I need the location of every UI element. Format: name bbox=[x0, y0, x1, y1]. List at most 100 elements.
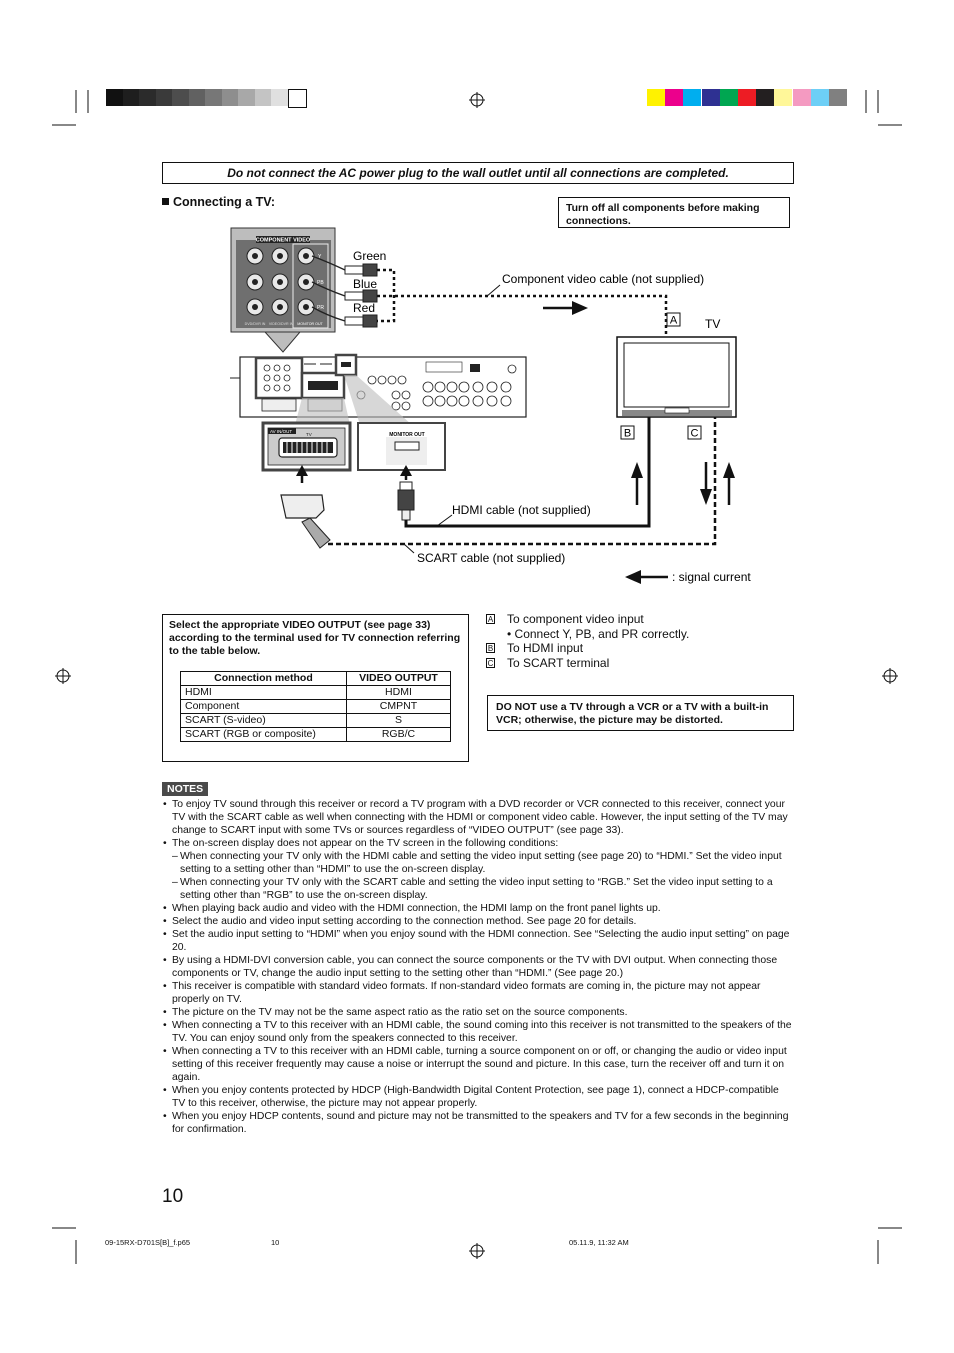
tv-illustration bbox=[616, 336, 737, 418]
color-swatch bbox=[774, 89, 793, 106]
table-cell: Component bbox=[180, 699, 347, 714]
arrow-right-icon bbox=[543, 301, 588, 315]
hdmi-cable-label: HDMI cable (not supplied) bbox=[452, 503, 591, 517]
label-blue: Blue bbox=[353, 277, 377, 291]
note-item: When connecting a TV to this receiver wi… bbox=[162, 1045, 794, 1084]
video-output-box bbox=[162, 614, 469, 762]
scart-tv-label: TV bbox=[306, 432, 312, 437]
color-swatch bbox=[738, 89, 756, 106]
table-cell: HDMI bbox=[345, 685, 452, 700]
component-video-panel: COMPONENT VIDEO Y PB PR DVD/DVR IN VIDEO… bbox=[230, 227, 336, 353]
arrow-up-icon bbox=[631, 462, 643, 505]
jack-pr-label: PR bbox=[317, 305, 324, 311]
legend-a-sub: • Connect Y, PB, and PR correctly. bbox=[507, 626, 690, 641]
letter-a-label: A bbox=[670, 315, 678, 327]
table-header: Connection method bbox=[180, 671, 347, 686]
table-row: SCART (S-video)S bbox=[180, 713, 452, 728]
gray-swatch bbox=[221, 89, 239, 106]
legend-item-c: C To SCART terminal bbox=[486, 656, 689, 671]
video-output-instruction: Select the appropriate VIDEO OUTPUT (see… bbox=[169, 619, 461, 657]
arrow-left-icon bbox=[625, 570, 668, 584]
hdmi-zoom: MONITOR OUT bbox=[344, 375, 446, 471]
jack-y-label: Y bbox=[318, 254, 322, 260]
vcr-warning: DO NOT use a TV through a VCR or a TV wi… bbox=[487, 695, 794, 731]
label-green: Green bbox=[353, 249, 386, 263]
section-title: Connecting a TV: bbox=[162, 195, 275, 209]
color-swatch bbox=[792, 89, 811, 106]
notes-badge: NOTES bbox=[162, 782, 209, 796]
panel-footer-monitor: MONITOR OUT bbox=[297, 322, 323, 326]
note-item: This receiver is compatible with standar… bbox=[162, 980, 794, 1006]
notes-list: To enjoy TV sound through this receiver … bbox=[162, 798, 794, 1136]
gray-swatch bbox=[205, 89, 222, 106]
connection-diagram: COMPONENT VIDEO Y PB PR DVD/DVR IN VIDEO… bbox=[230, 227, 751, 584]
legend-c-text: To SCART terminal bbox=[507, 655, 610, 670]
note-item: The on-screen display does not appear on… bbox=[162, 837, 794, 850]
gray-swatch bbox=[287, 89, 307, 108]
note-item: Set the audio input setting to “HDMI” wh… bbox=[162, 928, 794, 954]
hdmi-plug-icon bbox=[397, 465, 415, 521]
note-subitem: When connecting your TV only with the HD… bbox=[162, 850, 794, 876]
letter-c-label: C bbox=[691, 428, 699, 440]
label-red: Red bbox=[353, 301, 375, 315]
note-item: Select the audio and video input setting… bbox=[162, 915, 794, 928]
table-cell: SCART (RGB or composite) bbox=[180, 727, 347, 742]
note-item: By using a HDMI-DVI conversion cable, yo… bbox=[162, 954, 794, 980]
table-cell: RGB/C bbox=[345, 727, 452, 742]
note-item: When connecting a TV to this receiver wi… bbox=[162, 1019, 794, 1045]
table-header-row: Connection method VIDEO OUTPUT bbox=[180, 671, 452, 686]
scart-plug-icon bbox=[280, 465, 331, 549]
gray-swatch bbox=[139, 89, 156, 106]
footer-page: 10 bbox=[271, 1238, 280, 1247]
arrow-up-icon bbox=[723, 462, 735, 505]
note-item: When you enjoy HDCP contents, sound and … bbox=[162, 1110, 794, 1136]
color-swatch bbox=[665, 89, 684, 106]
square-bullet-icon bbox=[162, 198, 169, 205]
color-swatch bbox=[683, 89, 702, 106]
jack-pb-label: PB bbox=[317, 280, 324, 286]
gray-swatch bbox=[172, 89, 189, 106]
crosshair-icon bbox=[55, 92, 898, 1259]
table-cell: S bbox=[345, 713, 452, 728]
color-swatch bbox=[810, 89, 829, 106]
color-swatch bbox=[756, 89, 775, 106]
color-swatch bbox=[647, 89, 665, 106]
note-item: The picture on the TV may not be the sam… bbox=[162, 1006, 794, 1019]
table-row: SCART (RGB or composite)RGB/C bbox=[180, 727, 452, 742]
gray-swatch bbox=[155, 89, 173, 106]
panel-footer-dvd: DVD/DVR IN bbox=[245, 322, 266, 326]
letter-c-box: C bbox=[486, 657, 495, 668]
gray-swatch bbox=[122, 89, 140, 106]
letter-b-box: B bbox=[486, 643, 495, 654]
note-item: When you enjoy contents protected by HDC… bbox=[162, 1084, 794, 1110]
gray-swatch bbox=[238, 89, 255, 106]
scart-cable-label: SCART cable (not supplied) bbox=[417, 551, 565, 565]
scart-zoom: AV IN/OUT TV bbox=[261, 398, 352, 472]
letter-b-label: B bbox=[624, 428, 631, 440]
note-subitem: When connecting your TV only with the SC… bbox=[162, 876, 794, 902]
power-warning: Do not connect the AC power plug to the … bbox=[162, 162, 794, 184]
color-swatch bbox=[829, 89, 847, 106]
tv-label: TV bbox=[705, 317, 720, 331]
color-swatch bbox=[701, 89, 720, 106]
signal-current-label: : signal current bbox=[672, 570, 751, 584]
table-cell: HDMI bbox=[180, 685, 347, 700]
rca-plugs bbox=[344, 263, 378, 328]
note-item: To enjoy TV sound through this receiver … bbox=[162, 798, 794, 837]
hdmi-monitor-out-label: MONITOR OUT bbox=[389, 432, 424, 438]
letter-a-box: A bbox=[486, 614, 495, 625]
panel-title: COMPONENT VIDEO bbox=[256, 238, 311, 244]
note-item: When playing back audio and video with t… bbox=[162, 902, 794, 915]
footer-date: 05.11.9, 11:32 AM bbox=[569, 1238, 629, 1247]
footer-file: 09-15RX-D701S[B]_f.p65 bbox=[105, 1238, 191, 1247]
color-swatch bbox=[719, 89, 738, 106]
av-in-out-label: AV IN/OUT bbox=[270, 429, 292, 434]
gray-swatch bbox=[188, 89, 206, 106]
table-header: VIDEO OUTPUT bbox=[345, 671, 452, 686]
